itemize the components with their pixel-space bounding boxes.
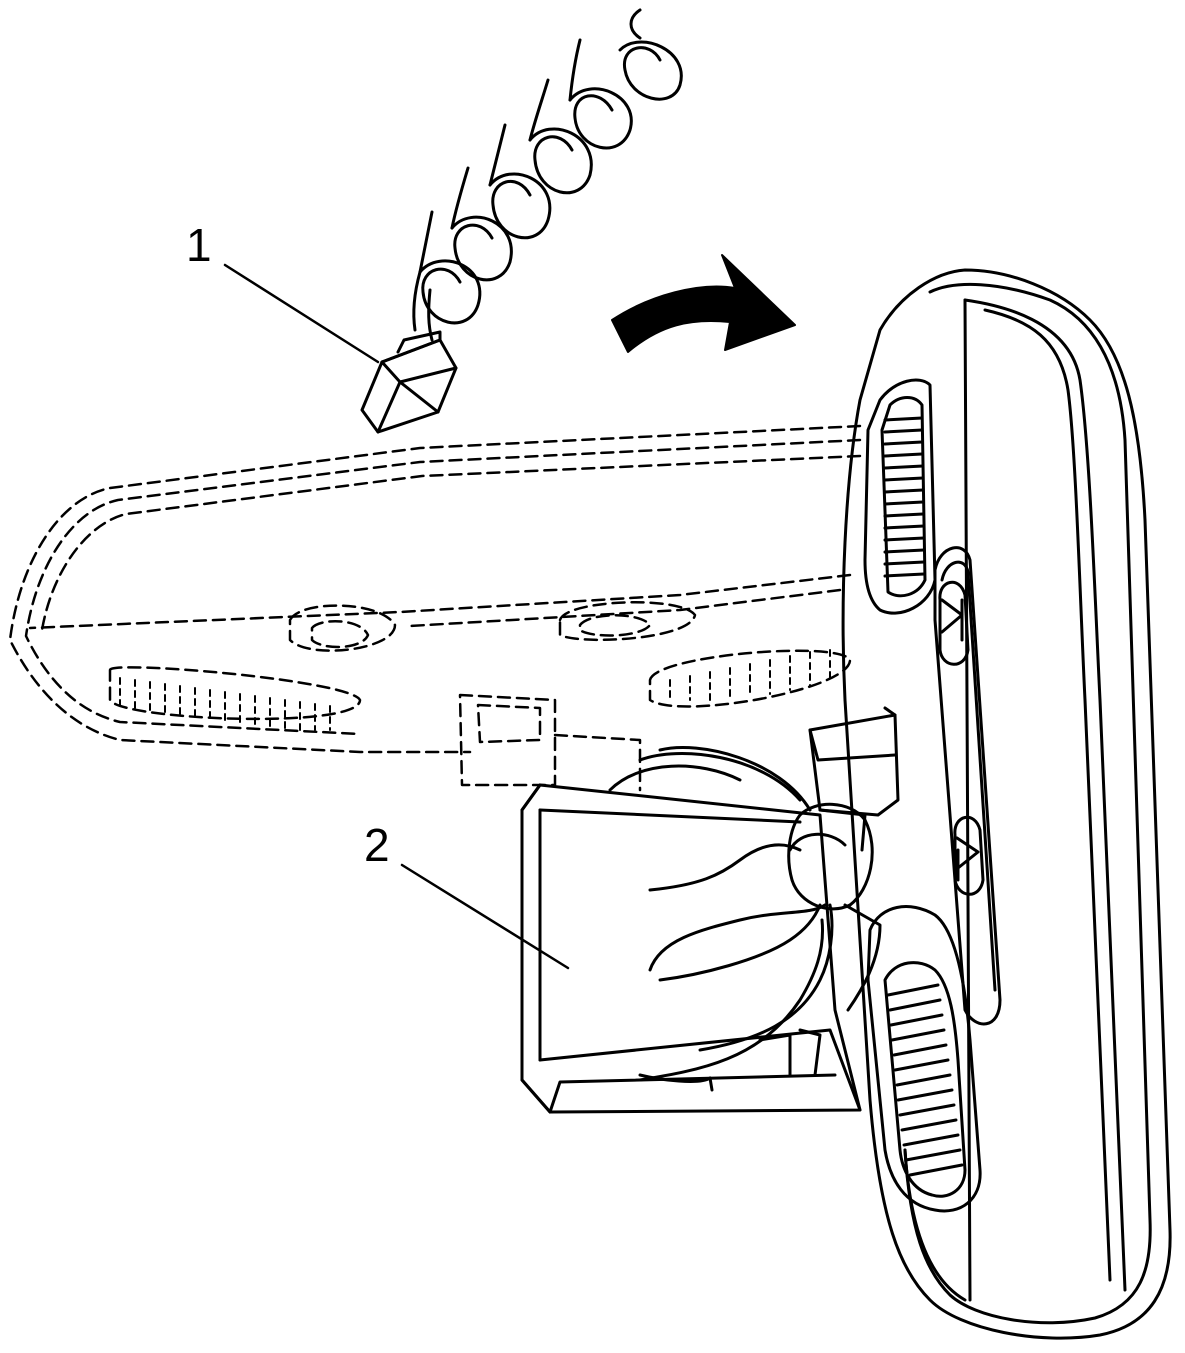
phantom-mirror-outline (8, 424, 862, 792)
coiled-wire (412, 8, 683, 342)
leader-line-2 (400, 863, 570, 970)
callout-label-1: 1 (186, 219, 212, 271)
mirror-lower-grille (866, 905, 982, 1213)
rain-sensor-module (520, 746, 862, 1114)
mirror-upper-grille (863, 378, 937, 615)
leader-line-1 (223, 263, 380, 364)
callout-leaders (223, 263, 570, 970)
phantom-mirror-grille (119, 649, 831, 731)
curved-arrow-icon (611, 254, 796, 353)
wire-connector (360, 330, 458, 434)
mirror-button-lower-icon[interactable] (953, 816, 985, 896)
mirror-button-panel (933, 546, 1002, 1026)
callout-label-2: 2 (364, 819, 390, 871)
mirror-button-upper-icon[interactable] (938, 581, 970, 666)
mount-bracket (787, 706, 900, 1012)
